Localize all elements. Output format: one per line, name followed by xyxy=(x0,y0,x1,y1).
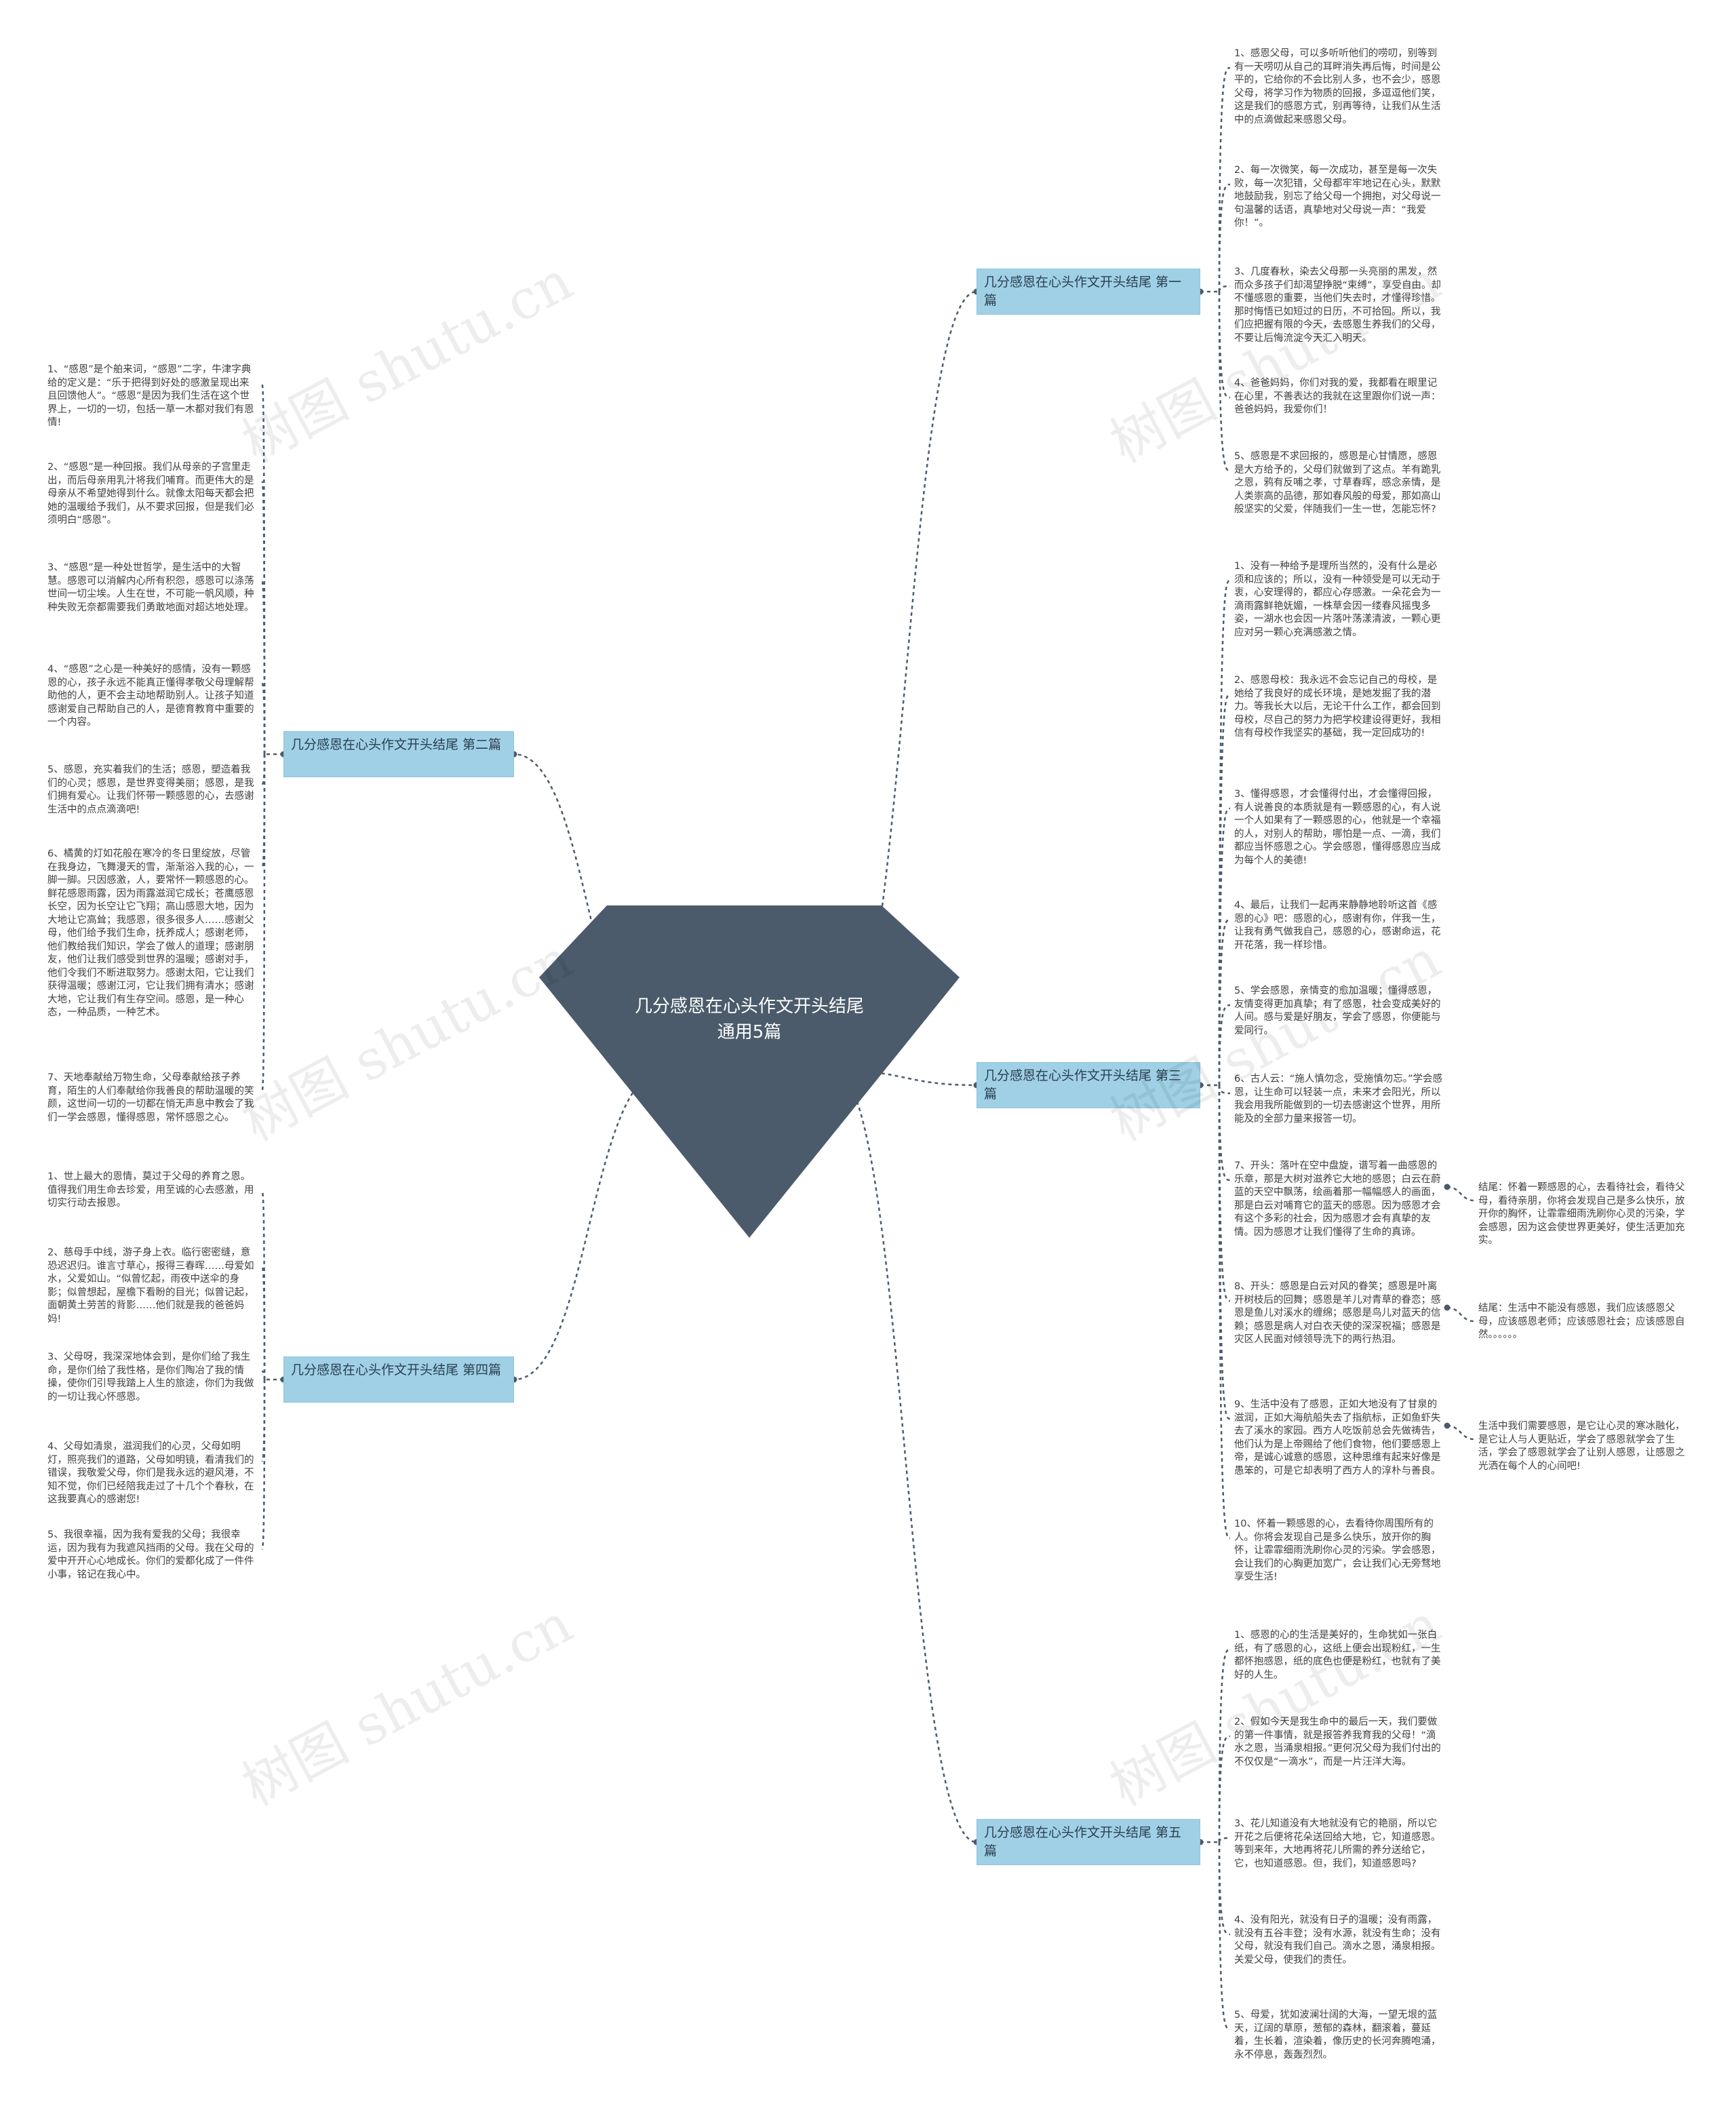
leaf-text: 1、感恩父母，可以多听听他们的唠叨，别等到有一天唠叨从自己的耳畔消失再后悔，时间… xyxy=(1234,48,1441,125)
leaf-connector xyxy=(261,1266,266,1380)
sub-leaf-text: 结尾：怀着一颗感恩的心，去看待社会，看待父母，看待亲朋，你将会发现自己是多么快乐… xyxy=(1478,1182,1685,1246)
leaf-connector xyxy=(261,1370,266,1380)
leaf-text: 3、父母呀，我深深地体会到，是你们给了我生命，是你们给了我性格，是你们陶冶了我的… xyxy=(47,1352,254,1403)
leaf-connector xyxy=(1218,66,1231,292)
sub-leaf-connector xyxy=(1446,1186,1475,1202)
leaf-text: 3、花儿知道没有大地就没有它的艳丽，所以它开花之后便将花朵送回给大地，它，知道感… xyxy=(1234,1818,1441,1869)
leaf-connector xyxy=(1218,285,1231,292)
leaf-text: 1、没有一种给予是理所当然的，没有什么是必须和应该的；所以，没有一种领受是可以无… xyxy=(1234,561,1441,638)
branch-topic-2[interactable]: 几分感恩在心头作文开头结尾 第二篇 xyxy=(283,731,514,777)
leaf-text: 2、“感恩”是一种回报。我们从母亲的子宫里走出，而后母亲用乳汁将我们哺育。而更伟… xyxy=(47,462,254,526)
central-topic[interactable]: 几分感恩在心头作文开头结尾通用5篇 xyxy=(539,905,960,1238)
leaf-connector xyxy=(1218,291,1231,399)
leaf-connector xyxy=(1218,1085,1231,1095)
leaf-connector xyxy=(1218,579,1231,1086)
leaf-text: 1、世上最大的恩情，莫过于父母的养育之恩。值得我们用生命去珍爱，用至诚的心去感激… xyxy=(47,1171,254,1209)
leaf-connector xyxy=(1218,1841,1231,2031)
connector-node xyxy=(1444,1422,1451,1429)
leaf-text: 4、最后，让我们一起再来静静地聆听这首《感恩的心》吧：感恩的心，感谢有你，伴我一… xyxy=(1234,900,1441,951)
leaf-text: 9、生活中没有了感恩，正如大地没有了甘泉的滋润，正如大海航船失去了指航标，正如鱼… xyxy=(1234,1399,1441,1477)
leaf-text: 5、感恩是不求回报的，感恩是心甘情愿，感恩是大方给予的，父母们就做到了这点。羊有… xyxy=(1234,451,1441,515)
leaf-connector xyxy=(1218,1085,1231,1420)
leaf-text: 5、我很幸福，因为我有爱我的父母；我很幸运，因为我有为我遮风挡雨的父母。我在父母… xyxy=(47,1529,254,1580)
leaf-connector xyxy=(261,581,266,755)
branch-topic-1[interactable]: 几分感恩在心头作文开头结尾 第一篇 xyxy=(976,269,1200,315)
connector-node xyxy=(1444,1184,1451,1190)
leaf-connector xyxy=(1218,1004,1231,1086)
leaf-text: 1、感恩的心的生活是美好的，生命犹如一张白纸，有了感恩的心，这纸上便会出现粉红，… xyxy=(1234,1630,1441,1681)
leaf-connector xyxy=(261,754,266,1093)
leaf-text: 4、父母如清泉，滋润我们的心灵，父母如明灯，照亮我们的道路，父母如明镜，看清我们… xyxy=(47,1441,254,1505)
leaf-connector xyxy=(260,383,266,755)
branch-topic-5[interactable]: 几分感恩在心头作文开头结尾 第五篇 xyxy=(976,1819,1200,1865)
branch-topic-4[interactable]: 几分感恩在心头作文开头结尾 第四篇 xyxy=(283,1356,514,1403)
leaf-text: 2、每一次微笑，每一次成功，甚至是每一次失败，每一次犯错，父母都牢牢地记在心头，… xyxy=(1234,165,1441,229)
leaf-text: 4、爸爸妈妈，你们对我的爱，我都看在眼里记在心里，不善表达的我就在这里跟你们说一… xyxy=(1234,378,1441,415)
branch-connector xyxy=(833,1069,977,1843)
sub-leaf-connector xyxy=(1446,1306,1475,1323)
sub-leaf-text: 生活中我们需要感恩，是它让心灵的寒冰融化，是它让人与人更贴近，学会了感恩就学会了… xyxy=(1478,1421,1685,1472)
leaf-text: 4、“感恩”之心是一种美好的感情，没有一颗感恩的心，孩子永远不能真正懂得孝敬父母… xyxy=(47,664,254,728)
leaf-text: 5、学会感恩，亲情变的愈加温暖；懂得感恩，友情变得更加真挚；有了感恩，社会变成美… xyxy=(1234,985,1441,1036)
leaf-text: 5、母爱，犹如波澜壮阔的大海，一望无垠的蓝天，辽阔的草原，葱郁的森林，翻滚着，蔓… xyxy=(1234,2010,1441,2060)
leaf-text: 3、几度春秋，染去父母那一头亮丽的黑发，然而众多孩子们却渴望挣脱“束缚”，享受自… xyxy=(1234,267,1442,344)
leaf-connector xyxy=(1218,291,1231,472)
leaf-connector xyxy=(261,754,266,785)
leaf-connector xyxy=(1218,1085,1231,1181)
leaf-text: 6、橘黄的灯如花般在寒冷的冬日里绽放，尽管在我身边，飞舞漫天的雪，渐渐浴入我的心… xyxy=(47,848,254,1018)
leaf-connector xyxy=(1218,693,1231,1086)
leaf-text: 10、怀着一颗感恩的心，去看待你周围所有的人。你将会发现自己是多么快乐，放开你的… xyxy=(1234,1519,1441,1582)
leaf-text: 2、假如今天是我生命中的最后一天，我们要做的第一件事情，就是报答养我育我的父母！… xyxy=(1234,1717,1441,1767)
leaf-connector xyxy=(261,1379,266,1462)
leaf-text: 8、开头：感恩是白云对风的眷笑；感恩是叶离开树枝后的回舞；感恩是羊儿对青草的眷恋… xyxy=(1234,1281,1441,1345)
leaf-connector xyxy=(1218,807,1231,1086)
leaf-text: 7、开头：落叶在空中盘旋，谱写着一曲感恩的乐章，那是大树对滋养它大地的感恩；白云… xyxy=(1234,1160,1441,1238)
leaf-connector xyxy=(1218,1841,1231,1936)
leaf-connector xyxy=(1218,1085,1231,1540)
leaf-connector xyxy=(1218,1648,1231,1843)
leaf-connector xyxy=(1218,1837,1231,1843)
leaf-text: 4、没有阳光，就没有日子的温暖；没有雨露，就没有五谷丰登；没有水源，就没有生命；… xyxy=(1234,1915,1441,1966)
branch-topic-3[interactable]: 几分感恩在心头作文开头结尾 第三篇 xyxy=(976,1062,1200,1108)
sub-leaf-text: 结尾：生活中不能没有感恩，我们应该感恩父母，应该感恩老师；应该感恩社会；应该感恩… xyxy=(1478,1303,1685,1340)
central-topic-shape xyxy=(539,905,960,1238)
connector-node xyxy=(1444,1304,1451,1311)
leaf-connector xyxy=(1218,1735,1231,1843)
central-topic-title: 几分感恩在心头作文开头结尾通用5篇 xyxy=(634,996,864,1042)
leaf-text: 6、古人云：“施人慎勿念，受施慎勿忘。”学会感恩，让生命可以轻装一点，未来才会阳… xyxy=(1234,1074,1442,1125)
leaf-text: 5、感恩，充实着我们的生活；感恩，塑造着我们的心灵；感恩，是世界变得美丽；感恩，… xyxy=(47,764,254,815)
leaf-connector xyxy=(261,682,266,755)
sub-leaf-connector xyxy=(1446,1424,1475,1441)
leaf-connector xyxy=(1218,183,1231,292)
leaf-text: 1、“感恩”是个舶来词，“感恩”二字，牛津字典给的定义是：“乐于把得到好处的感激… xyxy=(47,364,254,428)
leaf-text: 3、懂得感恩，才会懂得付出，才会懂得回报，有人说善良的本质就是有一颗感恩的心，有… xyxy=(1234,789,1441,866)
leaf-text: 2、慈母手中线，游子身上衣。临行密密缝，意恐迟迟归。谁言寸草心，报得三春晖……母… xyxy=(47,1247,254,1325)
leaf-text: 3、“感恩”是一种处世哲学，是生活中的大智慧。感恩可以消解内心所有积怨，感恩可以… xyxy=(47,562,254,613)
leaf-text: 7、天地奉献给万物生命，父母奉献给孩子养育，陌生的人们奉献给你我善良的帮助温暖的… xyxy=(47,1072,254,1123)
leaf-connector xyxy=(261,1379,266,1550)
leaf-connector xyxy=(1218,918,1231,1086)
leaf-text: 2、感恩母校：我永远不会忘记自己的母校，是她给了我良好的成长环境，是她发掘了我的… xyxy=(1234,675,1441,739)
